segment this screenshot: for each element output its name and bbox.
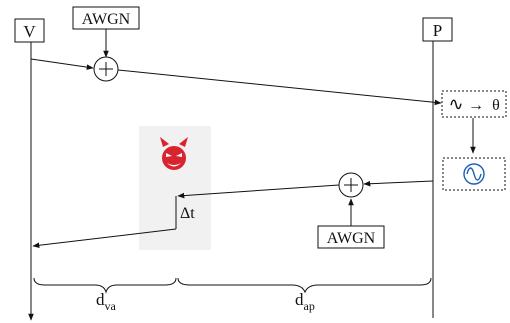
devil-face-icon: [160, 137, 188, 170]
phase-estimator-theta: θ: [492, 97, 500, 114]
sine-oscillator-icon: [463, 163, 485, 185]
noisy-response-arrow: [177, 184, 340, 199]
sum-junction-bottom: [338, 172, 364, 198]
prover-label: P: [433, 21, 442, 40]
distance-label-ap: dap: [295, 290, 315, 313]
noisy-challenge-arrow: [117, 69, 442, 106]
distance-label-va: dva: [96, 290, 117, 313]
verifier-box: [14, 18, 45, 43]
verifier-label: V: [23, 22, 36, 41]
sum-junction-top: [93, 56, 119, 82]
awgn-bottom-label: AWGN: [327, 230, 376, 247]
phase-estimator-box: [441, 90, 507, 118]
prover-box: [422, 17, 453, 42]
awgn-top-label: AWGN: [82, 11, 131, 28]
delay-label: Δt: [180, 205, 195, 222]
delayed-response-arrow: [32, 228, 177, 249]
response-signal-arrow: [363, 180, 434, 187]
phase-estimator-wave-icon: ∿: [448, 94, 463, 114]
adversary-region: [139, 126, 211, 250]
distance-brace-va: [33, 277, 177, 294]
phase-estimator-arrow-icon: →: [468, 97, 484, 114]
distance-brace-ap: [177, 277, 432, 294]
challenge-signal-arrow: [30, 58, 94, 70]
